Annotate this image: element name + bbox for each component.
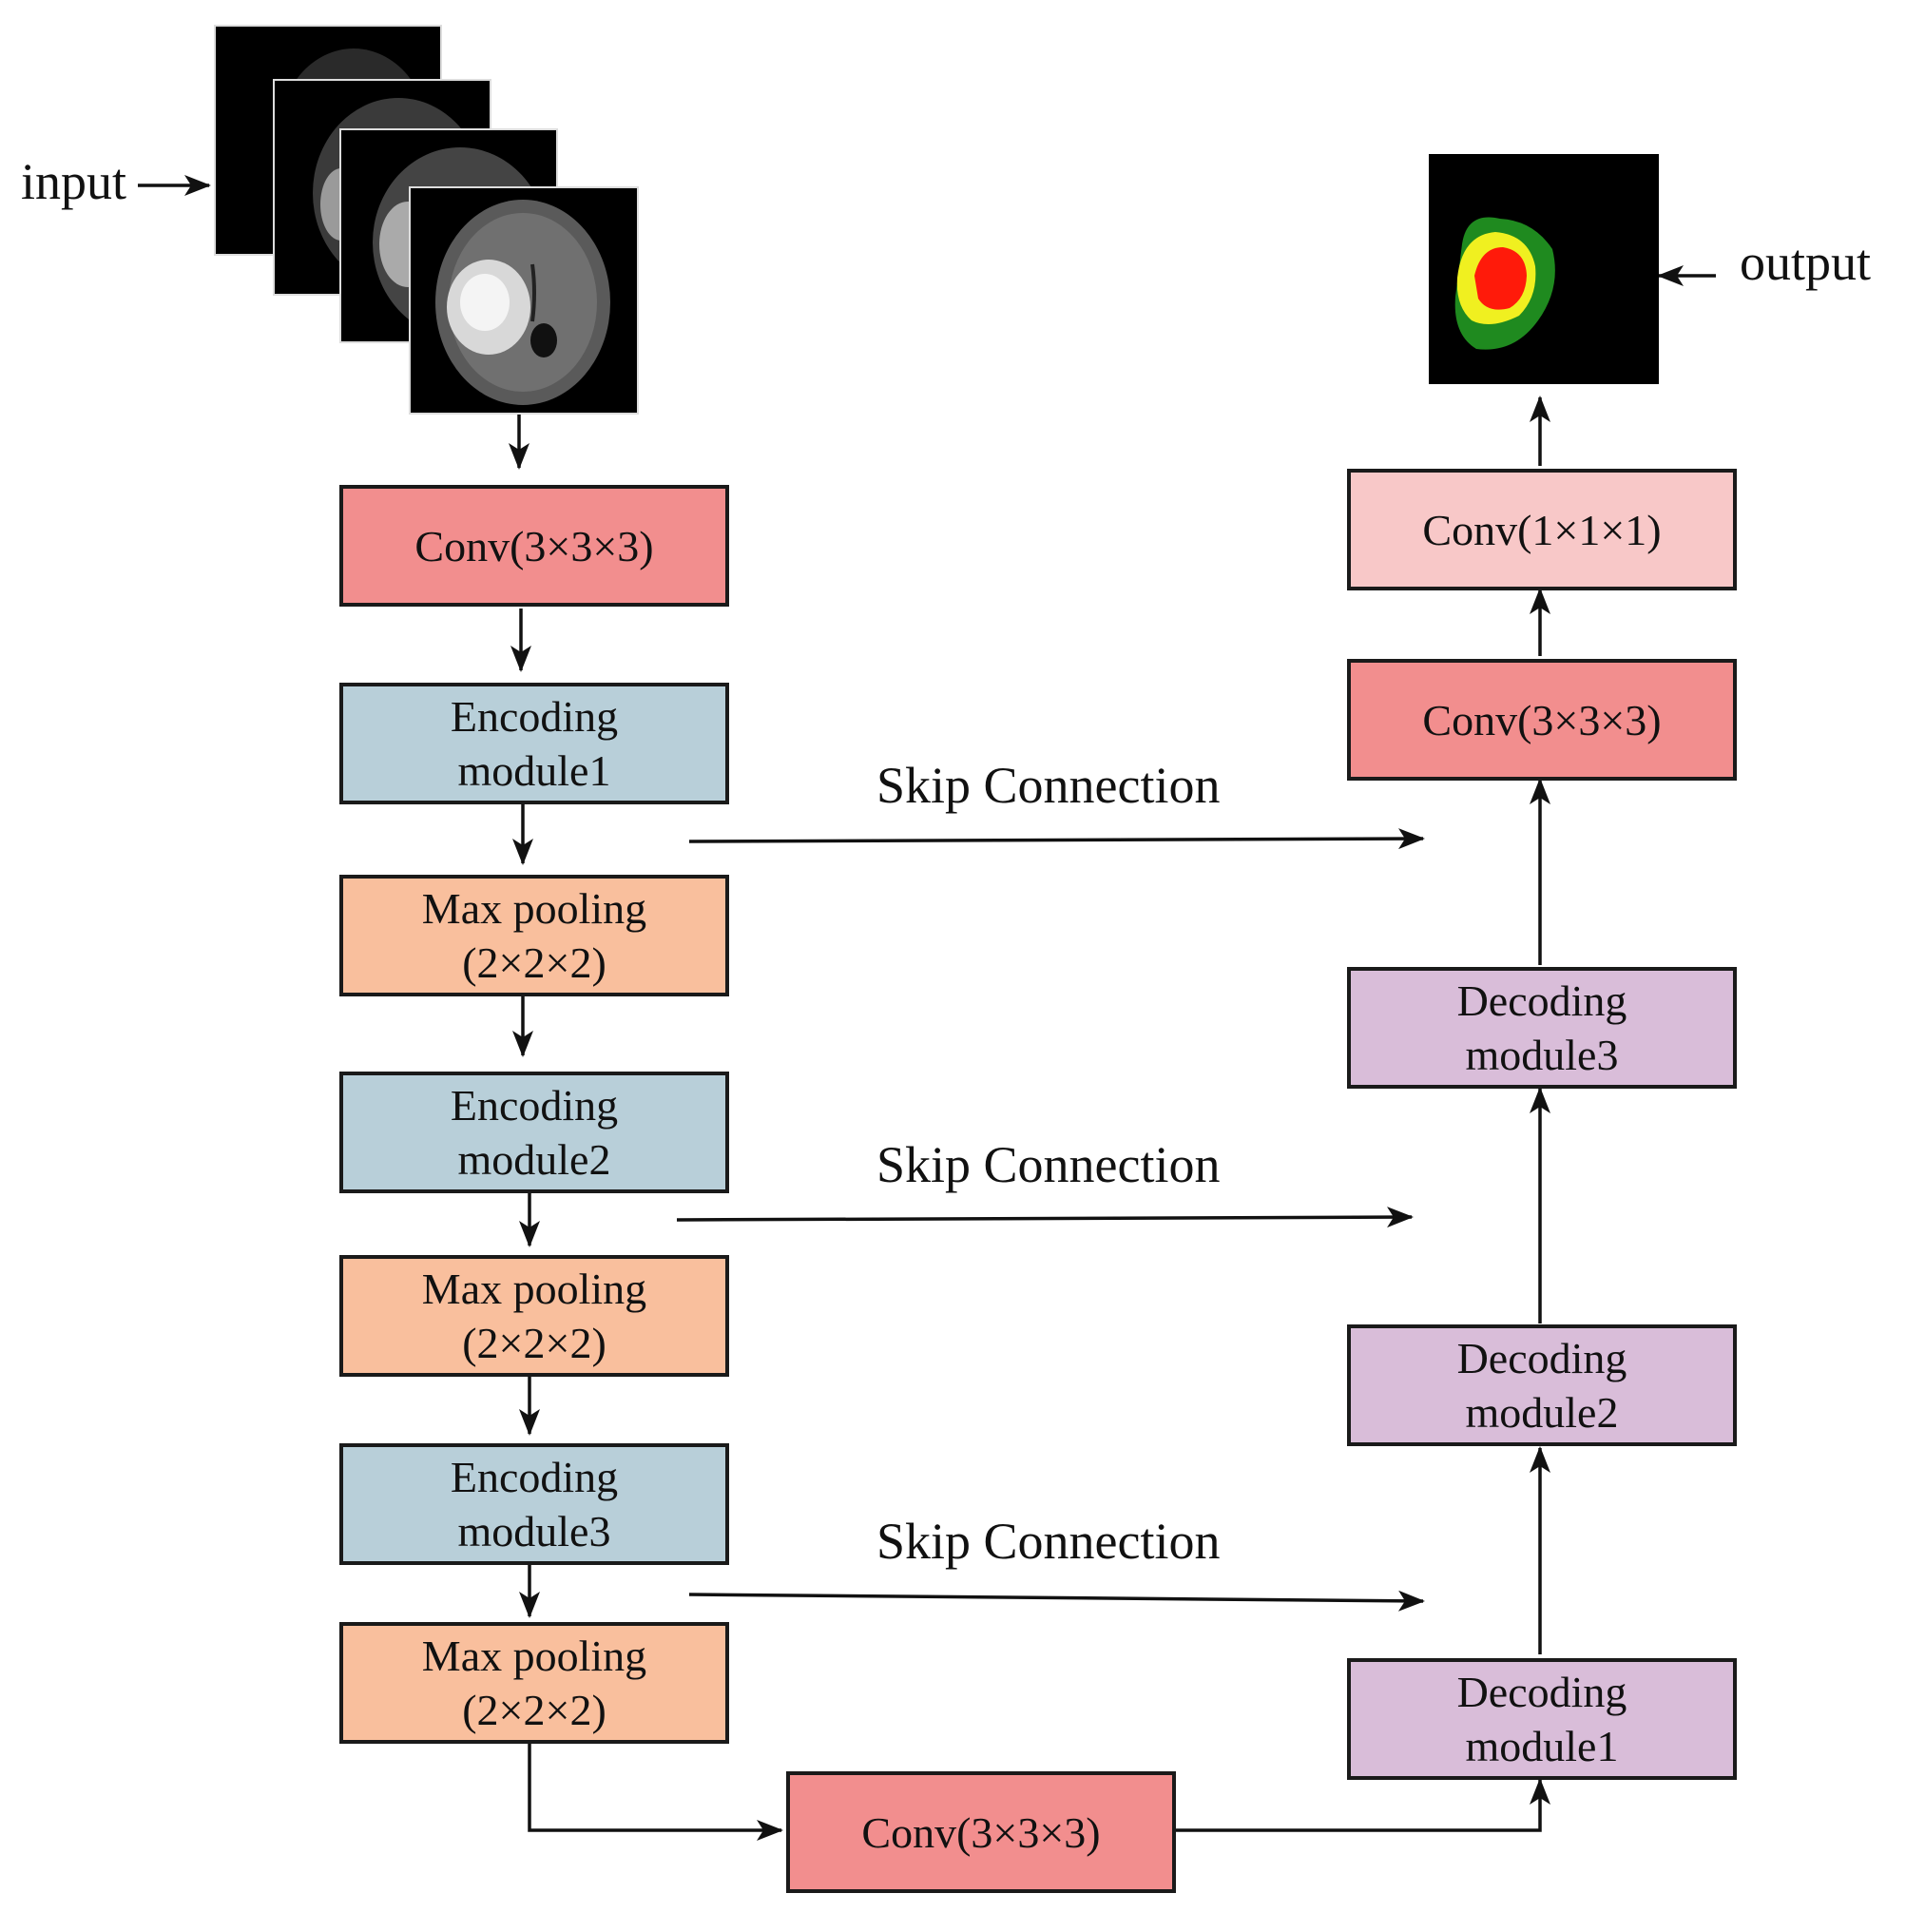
box-label-line-2: (2×2×2) [462, 1686, 606, 1734]
decoding-module-1: Decoding module1 [1347, 1658, 1737, 1780]
max-pooling-2: Max pooling (2×2×2) [339, 1255, 729, 1377]
arrow-bottleneck-to-dec1 [1174, 1778, 1550, 1832]
box-label-line-1: Encoding [450, 692, 619, 741]
box-label-line-1: Encoding [450, 1453, 619, 1501]
encoder-conv-3x3x3: Conv(3×3×3) [339, 485, 729, 607]
output-label: output [1740, 234, 1872, 291]
decoding-module-2: Decoding module2 [1347, 1324, 1737, 1446]
max-pooling-1: Max pooling (2×2×2) [339, 875, 729, 996]
box-label-line-2: module1 [457, 746, 611, 795]
skip-connection-label-3: Skip Connection [876, 1513, 1221, 1570]
brain-scan-icon [435, 200, 610, 405]
encoding-module-1: Encoding module1 [339, 683, 729, 804]
box-label: Conv(3×3×3) [414, 521, 654, 570]
segmentation-map [1429, 154, 1659, 384]
box-label-line-2: module2 [457, 1135, 611, 1184]
skip-arrow-3 [688, 1590, 1425, 1612]
box-label-line-1: Max pooling [421, 1265, 647, 1313]
input-label: input [21, 153, 127, 210]
box-label-line-1: Max pooling [421, 1632, 647, 1680]
box-label: Conv(3×3×3) [861, 1807, 1101, 1857]
box-label-line-2: (2×2×2) [462, 1319, 606, 1367]
decoding-module-3: Decoding module3 [1347, 967, 1737, 1089]
encoding-module-3: Encoding module3 [339, 1443, 729, 1565]
box-label-line-1: Decoding [1456, 1668, 1627, 1716]
box-label-line-2: (2×2×2) [462, 938, 606, 987]
mri-slice-4 [409, 186, 639, 415]
skip-arrow-1 [688, 828, 1425, 850]
box-label-line-2: module1 [1465, 1722, 1619, 1770]
box-label-line-1: Encoding [450, 1081, 619, 1130]
box-label-line-2: module3 [457, 1507, 611, 1555]
decoder-conv-3x3x3: Conv(3×3×3) [1347, 659, 1737, 781]
segmentation-icon [1454, 217, 1555, 350]
max-pooling-3: Max pooling (2×2×2) [339, 1622, 729, 1744]
skip-connection-label-1: Skip Connection [876, 757, 1221, 814]
box-label-line-2: module2 [1465, 1388, 1619, 1437]
box-label-line-1: Decoding [1456, 976, 1627, 1025]
box-label: Conv(1×1×1) [1422, 505, 1662, 554]
bottleneck-conv-3x3x3: Conv(3×3×3) [786, 1771, 1176, 1893]
encoding-module-2: Encoding module2 [339, 1072, 729, 1193]
output-conv-1x1x1: Conv(1×1×1) [1347, 469, 1737, 590]
skip-connection-label-2: Skip Connection [876, 1136, 1221, 1193]
skip-arrow-2 [676, 1207, 1414, 1228]
box-label-line-2: module3 [1465, 1031, 1619, 1079]
box-label: Conv(3×3×3) [1422, 695, 1662, 744]
arrow-pool3-to-bottleneck [528, 1740, 783, 1841]
box-label-line-1: Max pooling [421, 884, 647, 933]
box-label-line-1: Decoding [1456, 1334, 1627, 1382]
